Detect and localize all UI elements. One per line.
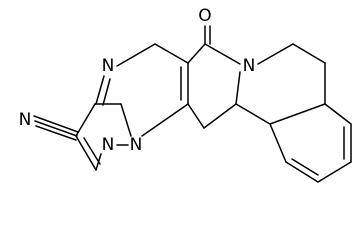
pyrimidine-n-label: N	[102, 56, 115, 76]
bz-5-double	[291, 158, 319, 176]
pm-ch-c	[154, 43, 189, 64]
cr-ch2-c	[187, 103, 205, 129]
th-n-ch2	[257, 43, 294, 65]
cr-c-co	[187, 43, 206, 64]
bz-4	[317, 161, 352, 183]
th-c-c	[235, 103, 271, 125]
pm-c-n2	[141, 103, 189, 137]
bonds	[33, 25, 352, 183]
label-backgrounds	[16, 6, 258, 155]
nitrile-bond-2	[34, 120, 78, 137]
bz-2	[324, 103, 352, 125]
bz-1	[269, 103, 326, 125]
th-ch2-ch2	[292, 43, 326, 64]
pz-c3-c2-double	[83, 137, 101, 165]
pm-c3a-n	[95, 75, 105, 105]
pm-c3a-n-double	[102, 78, 111, 106]
pm-n-ch	[116, 43, 156, 67]
cr-co-n	[204, 43, 241, 65]
pyrazole-n2-label: N	[130, 135, 143, 155]
pz-c3-c2	[75, 135, 97, 171]
quinolizine-n-label: N	[243, 56, 256, 76]
nitrile-n-label: N	[19, 110, 32, 130]
pyrazole-n1-label: N	[102, 135, 115, 155]
pz-c3-c3a	[75, 103, 96, 137]
nitrile-bond-3	[35, 125, 77, 141]
cr-n-ch	[235, 71, 241, 105]
pz-n2-c3a	[120, 103, 132, 137]
carbonyl-o-label: O	[198, 6, 211, 26]
chemical-structure-diagram: N N N N O N	[16, 6, 352, 183]
bz-5	[285, 161, 319, 183]
pz-c2-n1	[95, 153, 102, 171]
cr-ch-ch2	[203, 103, 237, 129]
atom-labels: N N N N O N	[19, 6, 256, 155]
nitrile-bond-1	[33, 115, 79, 133]
bz-6	[269, 123, 287, 163]
